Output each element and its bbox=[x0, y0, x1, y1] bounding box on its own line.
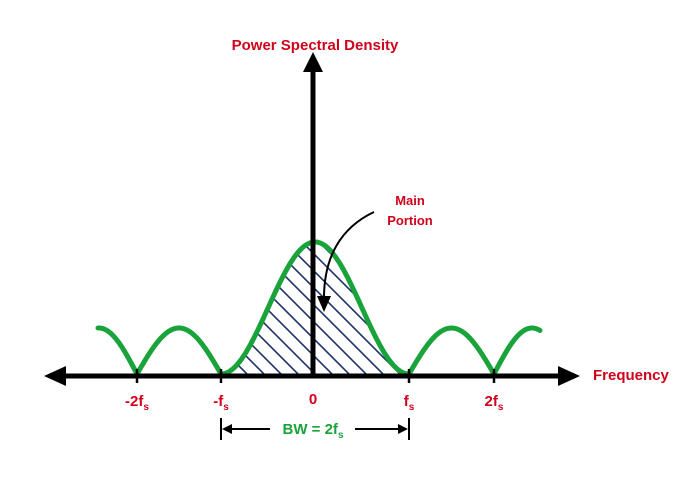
bandwidth-label: BW = 2fs bbox=[283, 421, 344, 441]
main-lobe-hatching bbox=[0, 230, 409, 380]
hatch-line bbox=[221, 242, 271, 374]
tick-label-fs: fs bbox=[404, 393, 415, 413]
hatch-line bbox=[221, 242, 288, 374]
hatch-line bbox=[0, 230, 134, 380]
hatch-line bbox=[35, 230, 185, 380]
x-axis-right-arrow bbox=[558, 366, 580, 386]
hatch-line bbox=[221, 242, 305, 374]
y-axis-label: Power Spectral Density bbox=[232, 37, 399, 54]
x-axis-label: Frequency bbox=[593, 367, 670, 384]
hatch-line bbox=[0, 230, 117, 380]
hatch-line bbox=[391, 242, 409, 374]
tick-label-2fs: 2fs bbox=[485, 393, 504, 413]
tick-label-neg-2fs: -2fs bbox=[125, 393, 149, 413]
hatch-line bbox=[323, 242, 409, 374]
annotation-arrow-head bbox=[317, 296, 331, 312]
tick-label-zero: 0 bbox=[309, 391, 317, 408]
annotation-arrow-line bbox=[323, 211, 375, 299]
tick-label-neg-fs: -fs bbox=[213, 393, 229, 413]
psd-curve bbox=[95, 239, 543, 377]
bw-right-arrow-head bbox=[398, 424, 408, 434]
annotation-line-1: Main bbox=[395, 193, 425, 208]
hatch-line bbox=[0, 230, 100, 380]
x-axis-left-arrow bbox=[44, 366, 66, 386]
annotation-line-2: Portion bbox=[387, 213, 433, 228]
bw-left-arrow-head bbox=[222, 424, 232, 434]
y-axis-arrow bbox=[303, 52, 323, 72]
